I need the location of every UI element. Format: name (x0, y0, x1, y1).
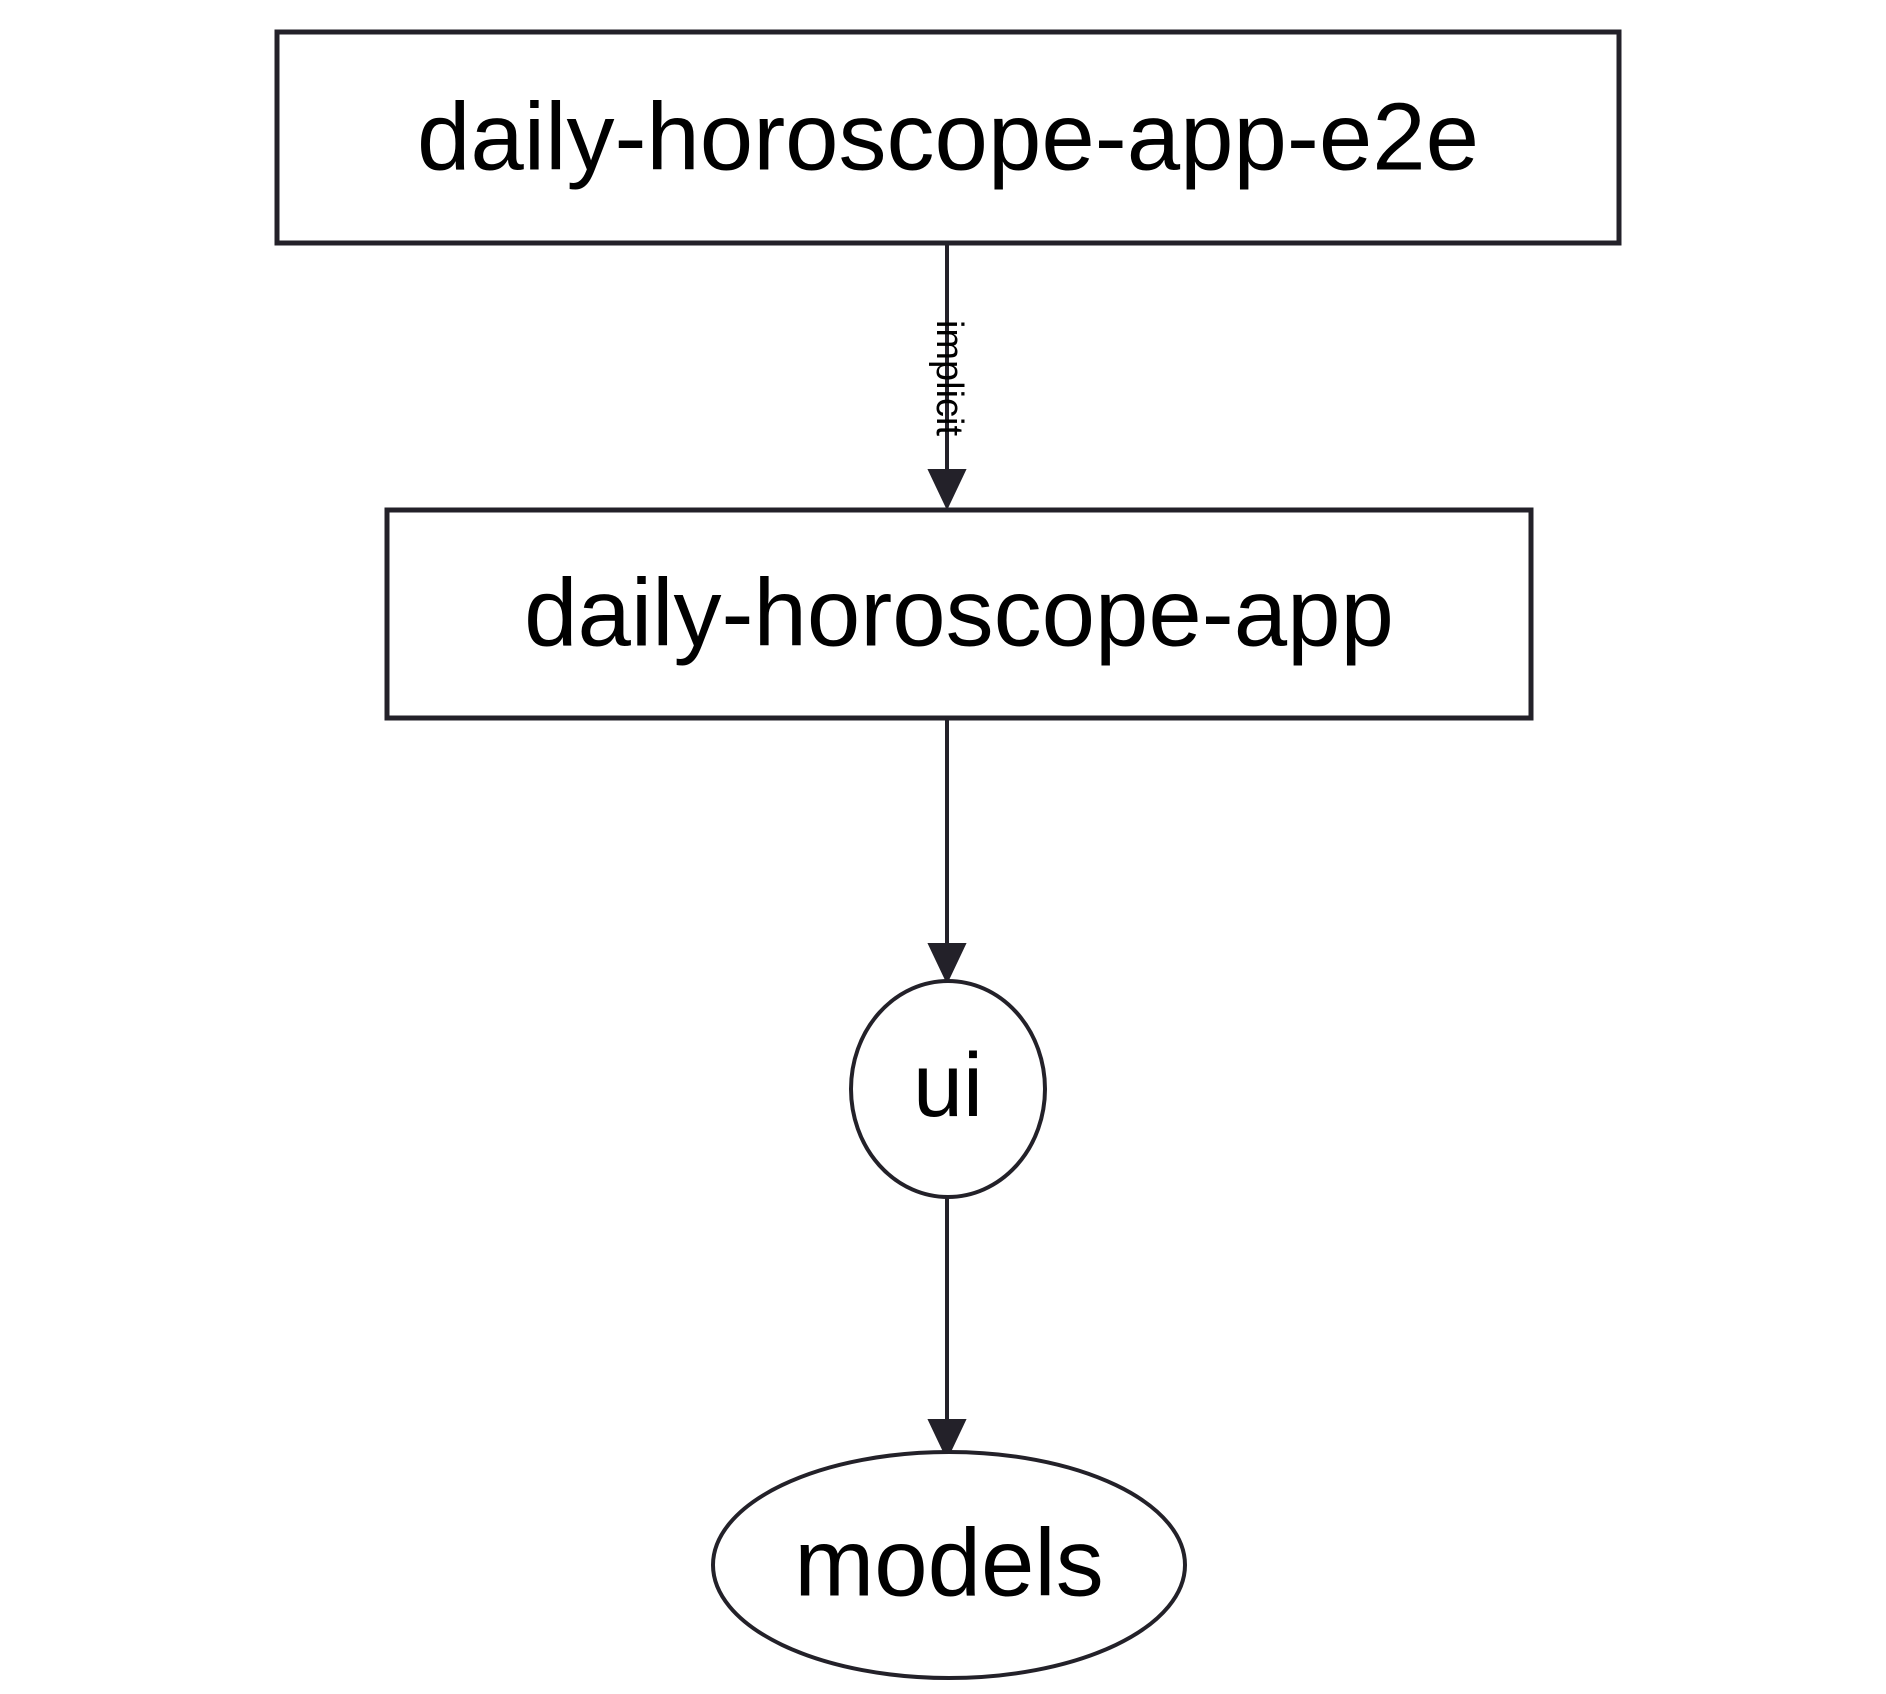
edge-app-to-ui (927, 718, 967, 985)
node-ui[interactable]: ui (849, 979, 1047, 1199)
node-label-daily-horoscope-app-e2e: daily-horoscope-app-e2e (417, 83, 1479, 190)
node-models[interactable]: models (711, 1450, 1187, 1680)
edge-e2e-to-app (927, 243, 967, 511)
node-daily-horoscope-app[interactable]: daily-horoscope-app (384, 507, 1534, 721)
node-ellipse-ui[interactable] (849, 979, 1047, 1199)
node-rect-daily-horoscope-app-e2e[interactable] (274, 29, 1622, 246)
arrowhead-icon-app-to-ui (927, 943, 967, 985)
arrowhead-icon-e2e-to-app (927, 469, 967, 511)
edge-ui-to-models (927, 1196, 967, 1461)
edge-label-implicit-group: implicit (928, 320, 970, 437)
node-label-models: models (794, 1509, 1103, 1616)
arrowhead-icon-ui-to-models (927, 1419, 967, 1461)
node-daily-horoscope-app-e2e[interactable]: daily-horoscope-app-e2e (274, 29, 1622, 246)
node-ellipse-models[interactable] (711, 1450, 1187, 1680)
node-label-daily-horoscope-app: daily-horoscope-app (524, 559, 1394, 666)
node-rect-daily-horoscope-app[interactable] (384, 507, 1534, 721)
node-label-ui: ui (913, 1036, 983, 1136)
edge-label-implicit: implicit (928, 320, 970, 437)
